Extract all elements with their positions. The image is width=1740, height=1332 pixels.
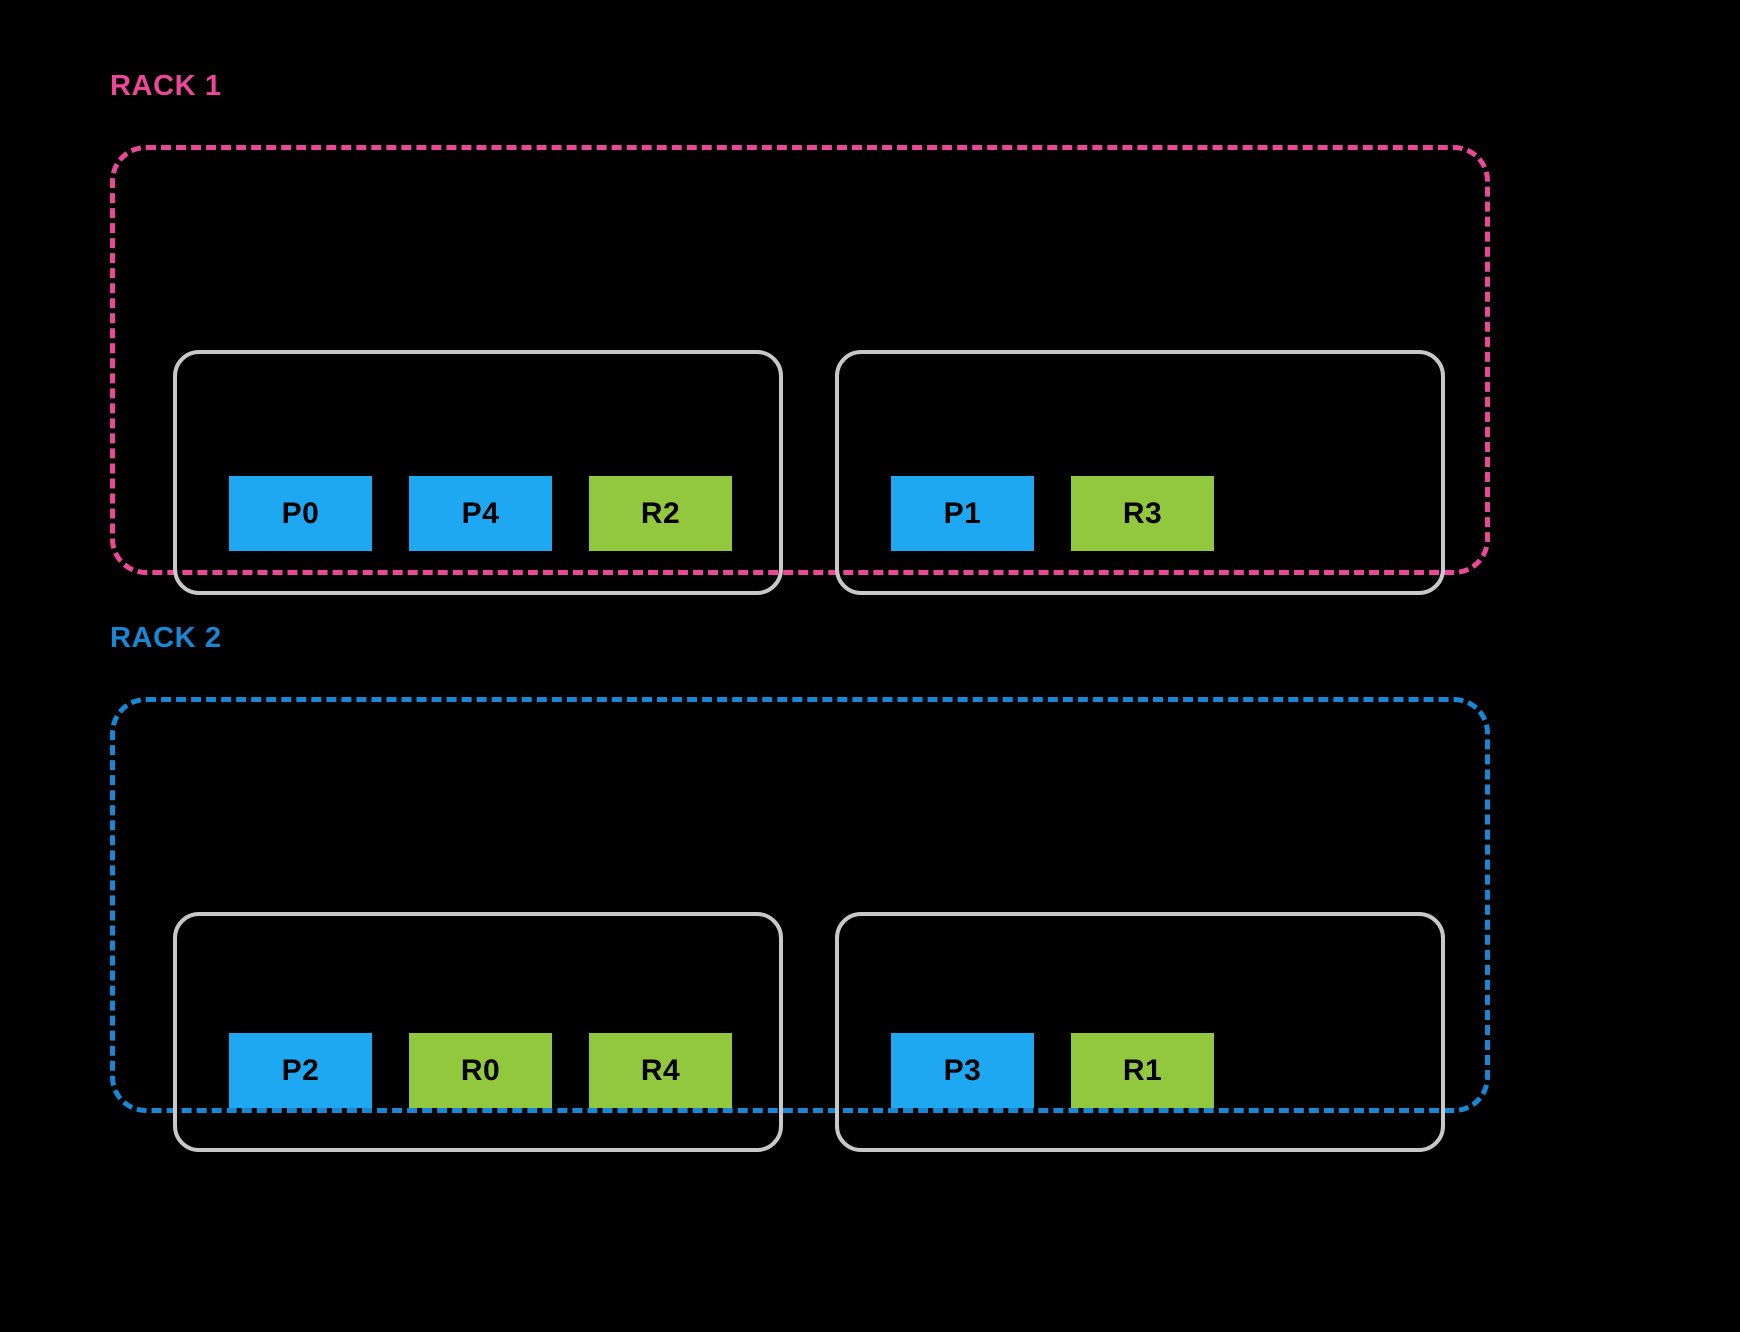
replica-chip[interactable]: R0 [409, 1033, 552, 1108]
rack-2-boundary: P2 R0 R4 P3 R1 [110, 697, 1490, 1152]
rack-group-1: RACK 1 P0 P4 R2 P1 R3 [110, 0, 1490, 600]
replica-chip[interactable]: R3 [1071, 476, 1214, 551]
rack-2-broker-right-chips: P3 R1 [891, 1033, 1214, 1108]
rack-1-broker-left: P0 P4 R2 [173, 350, 783, 595]
partition-chip[interactable]: P0 [229, 476, 372, 551]
rack-2-broker-left: P2 R0 R4 [173, 912, 783, 1152]
rack-2-broker-left-chips: P2 R0 R4 [229, 1033, 732, 1108]
partition-chip[interactable]: P2 [229, 1033, 372, 1108]
rack-1-boundary: P0 P4 R2 P1 R3 [110, 145, 1490, 595]
rack-1-broker-left-chips: P0 P4 R2 [229, 476, 732, 551]
partition-chip[interactable]: P1 [891, 476, 1034, 551]
replica-chip[interactable]: R1 [1071, 1033, 1214, 1108]
replica-chip[interactable]: R4 [589, 1033, 732, 1108]
replica-chip[interactable]: R2 [589, 476, 732, 551]
partition-chip[interactable]: P3 [891, 1033, 1034, 1108]
rack-2-broker-right: P3 R1 [835, 912, 1445, 1152]
rack-group-2: RACK 2 P2 R0 R4 P3 R1 [110, 552, 1490, 1152]
rack-1-label: RACK 1 [110, 70, 222, 102]
rack-1-broker-right-chips: P1 R3 [891, 476, 1214, 551]
rack-1-broker-right: P1 R3 [835, 350, 1445, 595]
rack-2-label: RACK 2 [110, 622, 222, 654]
partition-chip[interactable]: P4 [409, 476, 552, 551]
